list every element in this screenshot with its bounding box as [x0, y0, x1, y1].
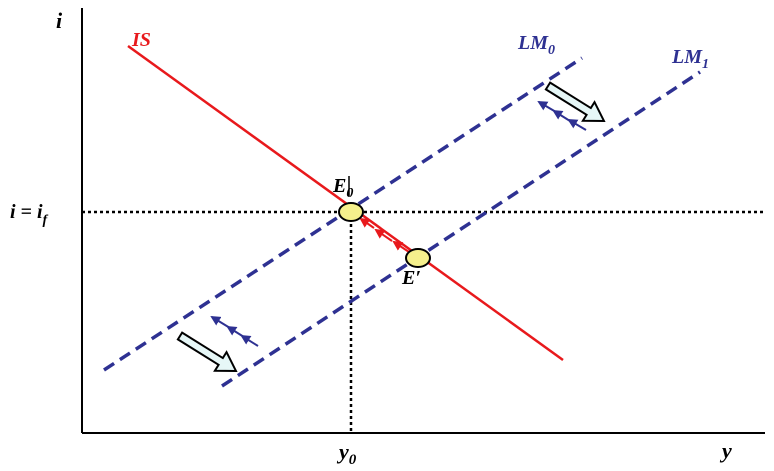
lm-adjustment-arrow-lower-1	[240, 334, 259, 347]
is-adjustment-arrow-3	[359, 217, 375, 229]
equilibrium-e0-label-sub: 0	[346, 186, 353, 201]
equilibrium-point-e-prime	[405, 248, 431, 268]
output-y0-label-sub: 0	[349, 452, 357, 468]
interest-rate-label-sub: f	[43, 213, 49, 228]
lm-adjustment-arrow-lower-3	[210, 315, 231, 329]
lm-adjustment-arrow-upper-3	[537, 100, 557, 113]
output-y0-label: y0	[336, 439, 357, 468]
lm-adjustment-arrow-upper-2	[552, 109, 571, 122]
interest-rate-label: i = if	[10, 201, 49, 228]
equilibrium-e-prime-label: E′	[401, 267, 421, 289]
lm1-label: LM1	[671, 46, 709, 72]
equilibrium-e0-label-base: E	[332, 175, 346, 197]
lm1-label-sub: 1	[702, 57, 709, 72]
lm-adjustment-arrow-lower-2	[226, 325, 245, 338]
is-curve-label: IS	[131, 29, 151, 51]
lm0-label-base: LM	[517, 32, 549, 54]
equilibrium-point-e0	[338, 202, 364, 222]
lm-shift-arrow-upper	[544, 81, 606, 122]
lm0-label: LM0	[517, 32, 555, 58]
output-y0-label-base: y	[336, 439, 349, 464]
lm0-label-sub: 0	[548, 43, 555, 58]
lm1-label-base: LM	[671, 46, 703, 68]
equilibrium-e0-label: E0	[332, 175, 353, 201]
y-axis-label: i	[56, 8, 63, 33]
interest-rate-label-base: i = i	[10, 201, 43, 223]
lm1-curve	[221, 70, 701, 388]
x-axis-label: y	[719, 438, 732, 463]
lm-adjustment-arrow-upper-1	[567, 118, 587, 131]
lm-shift-arrow-lower	[176, 331, 238, 372]
is-adjustment-arrow-2	[374, 228, 393, 242]
